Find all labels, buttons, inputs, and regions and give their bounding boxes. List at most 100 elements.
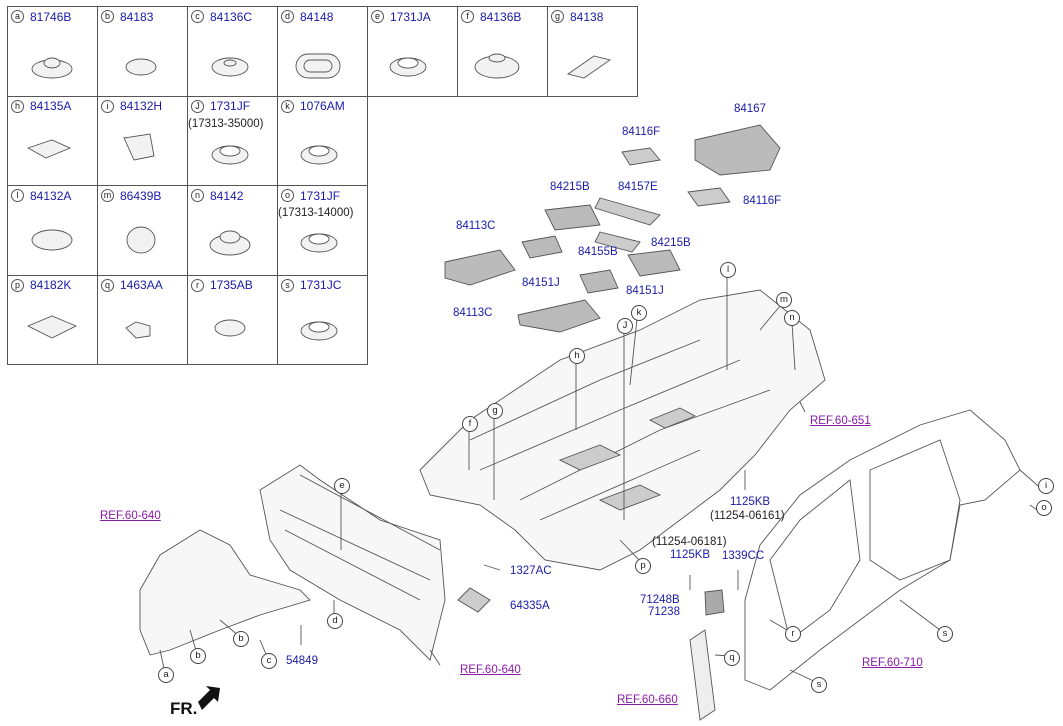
legend-cell-header: J 1731JF bbox=[188, 97, 277, 116]
legend-icons bbox=[26, 53, 612, 341]
callout-circle: d bbox=[327, 613, 343, 629]
legend-cell: a 81746B bbox=[7, 6, 98, 97]
callout-circle: g bbox=[487, 403, 503, 419]
legend-part-number[interactable]: 1731JF bbox=[300, 188, 341, 203]
pad-84215B-b bbox=[627, 249, 681, 277]
legend-cell-header: l 84132A bbox=[8, 186, 97, 205]
legend-part-subnumber: (17313-14000) bbox=[278, 207, 354, 219]
ref-link-60-660[interactable]: REF.60-660 bbox=[617, 694, 678, 706]
pad-84215B-a bbox=[544, 204, 601, 231]
ref-link-60-640[interactable]: REF.60-640 bbox=[460, 664, 521, 676]
pad-84155B bbox=[594, 231, 641, 253]
legend-code-circle: l bbox=[11, 189, 24, 202]
legend-code-circle: g bbox=[551, 10, 564, 23]
legend-part-number[interactable]: 81746B bbox=[30, 9, 72, 24]
legend-code-circle: i bbox=[101, 99, 114, 113]
brace-64335A bbox=[457, 587, 491, 613]
part-label-84151J: 84151J bbox=[522, 277, 560, 289]
callout-circle: h bbox=[569, 348, 585, 364]
side-body-panel bbox=[744, 409, 1021, 691]
callout-circle: c bbox=[261, 653, 277, 669]
callout-circle: s bbox=[937, 626, 953, 642]
legend-part-number[interactable]: 84136B bbox=[480, 9, 522, 24]
legend-part-number[interactable]: 84148 bbox=[300, 9, 334, 24]
pad-84157E bbox=[594, 197, 661, 226]
pad-84151J-b bbox=[579, 269, 619, 294]
legend-part-number[interactable]: 84142 bbox=[210, 188, 244, 203]
legend-part-number[interactable]: 84136C bbox=[210, 9, 253, 24]
legend-part-number[interactable]: 1731JC bbox=[300, 278, 342, 292]
callout-circle: o bbox=[1036, 500, 1052, 516]
legend-cell-header: p 84182K bbox=[8, 276, 97, 295]
part-label-64335A: 64335A bbox=[510, 600, 550, 612]
legend-code-circle: m bbox=[101, 189, 114, 202]
legend-part-number[interactable]: 84135A bbox=[30, 99, 72, 113]
callout-circle: f bbox=[462, 416, 478, 432]
pillar-trim bbox=[689, 629, 716, 721]
callout-circle: k bbox=[631, 305, 647, 321]
part-label-1125KB: 1125KB bbox=[730, 496, 771, 508]
callout-circle: b bbox=[190, 648, 206, 664]
part-label-84113C: 84113C bbox=[456, 220, 496, 232]
part-label-71248B: 71248B bbox=[640, 594, 680, 606]
legend-part-number[interactable]: 84132H bbox=[120, 99, 163, 113]
legend-part-number[interactable]: 86439B bbox=[120, 188, 162, 203]
part-label-1339CC: 1339CC bbox=[722, 550, 765, 562]
callout-circle: b bbox=[233, 631, 249, 647]
pad-84167 bbox=[694, 124, 781, 176]
legend-part-number[interactable]: 84132A bbox=[30, 188, 72, 203]
legend-code-circle: e bbox=[371, 10, 384, 23]
part-label-71238: 71238 bbox=[648, 606, 680, 618]
part-label-11254-06161: (11254-06161) bbox=[710, 510, 785, 522]
legend-code-circle: c bbox=[191, 10, 204, 23]
floor-pan bbox=[419, 289, 826, 571]
legend-part-number[interactable]: 1731JF bbox=[210, 99, 251, 113]
part-label-84116F: 84116F bbox=[743, 195, 782, 207]
callout-circle: e bbox=[334, 478, 350, 494]
part-label-54849: 54849 bbox=[286, 655, 318, 667]
legend-part-number[interactable]: 1463AA bbox=[120, 278, 163, 292]
front-direction-label: FR. bbox=[170, 699, 198, 718]
legend-part-number[interactable]: 1735AB bbox=[210, 278, 253, 292]
legend-part-number[interactable]: 84138 bbox=[570, 9, 604, 24]
legend-code-circle: J bbox=[191, 99, 204, 113]
pad-84113C-a bbox=[444, 249, 516, 286]
dash-panel bbox=[259, 464, 446, 661]
legend-part-number[interactable]: 1731JA bbox=[390, 9, 431, 24]
legend-code-circle: r bbox=[191, 278, 204, 292]
legend-part-number[interactable]: 84182K bbox=[30, 278, 72, 292]
legend-cell-header: r 1735AB bbox=[188, 276, 277, 295]
legend-code-circle: a bbox=[11, 10, 24, 23]
ref-link-60-640[interactable]: REF.60-640 bbox=[100, 510, 161, 522]
pad-84116F-a bbox=[621, 147, 661, 166]
legend-code-circle: f bbox=[461, 10, 474, 23]
callout-circle: l bbox=[720, 262, 736, 278]
legend-cell: e 1731JA bbox=[367, 6, 458, 97]
part-label-84151J: 84151J bbox=[626, 285, 664, 297]
legend-part-number[interactable]: 84183 bbox=[120, 9, 154, 24]
legend-code-circle: s bbox=[281, 278, 294, 292]
callout-circle: J bbox=[617, 318, 633, 334]
legend-cell-header: i 84132H bbox=[98, 97, 187, 116]
legend-cell-header: c 84136C bbox=[188, 7, 277, 26]
legend-code-circle: b bbox=[101, 10, 114, 23]
legend-code-circle: p bbox=[11, 278, 24, 292]
legend-cell-header: f 84136B bbox=[458, 7, 547, 26]
legend-part-number[interactable]: 1076AM bbox=[300, 99, 345, 113]
callout-circle: s bbox=[811, 677, 827, 693]
part-label-84116F: 84116F bbox=[622, 126, 661, 138]
legend-cell: c 84136C bbox=[187, 6, 278, 97]
ref-link-60-710[interactable]: REF.60-710 bbox=[862, 657, 923, 669]
front-arrow bbox=[198, 686, 220, 710]
ref-link-60-651[interactable]: REF.60-651 bbox=[810, 415, 871, 427]
